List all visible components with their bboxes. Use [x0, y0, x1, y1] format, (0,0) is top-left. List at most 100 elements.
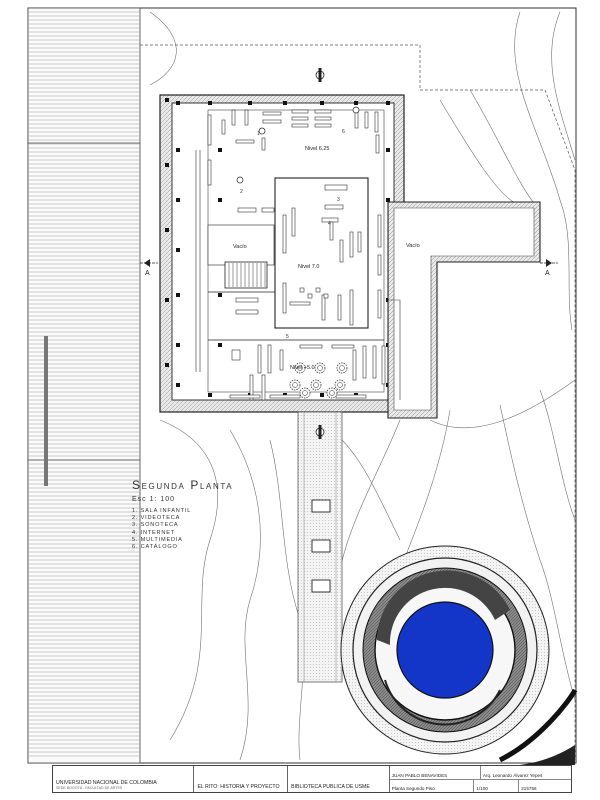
round-table	[258, 127, 266, 135]
column	[218, 198, 222, 202]
shelf	[314, 109, 332, 114]
shelf	[267, 344, 272, 374]
table-top	[297, 365, 303, 371]
section-label-left: A	[145, 270, 150, 277]
seat	[307, 293, 313, 299]
shelf	[257, 344, 262, 374]
shelf	[321, 294, 326, 321]
shelf	[329, 221, 334, 241]
shelf	[261, 207, 275, 213]
title-block: UNIVERSIDAD NACIONAL DE COLOMBIA SEDE BO…	[52, 765, 572, 793]
table-top	[329, 390, 335, 396]
site-boundary	[140, 44, 576, 760]
shelf	[289, 301, 311, 306]
plan-title: Segunda Planta	[132, 478, 234, 492]
column	[176, 343, 180, 347]
legend-item: 6. Catálogo	[132, 544, 178, 551]
shelf	[314, 123, 332, 128]
shelf	[335, 394, 367, 399]
shelf	[349, 231, 354, 258]
project-name: BIBLIOTECA PÚBLICA DE USME	[291, 784, 370, 790]
column	[176, 148, 180, 152]
plan-scale: Esc 1: 100	[132, 496, 176, 503]
shelf	[279, 349, 284, 371]
table-top	[313, 382, 319, 388]
shelf	[229, 394, 261, 399]
column	[208, 393, 212, 397]
shelf	[324, 184, 348, 191]
shelf	[337, 294, 342, 321]
institution-cell: UNIVERSIDAD NACIONAL DE COLOMBIA SEDE BO…	[53, 766, 195, 792]
shelf	[314, 116, 332, 121]
seat	[299, 287, 305, 293]
column	[176, 383, 180, 387]
pool-water	[396, 601, 494, 699]
shelf	[291, 123, 309, 128]
left-stepped-strip	[27, 7, 141, 764]
shelf	[339, 239, 344, 263]
legend-item: 5. Multimedia	[132, 536, 183, 543]
table-top	[337, 382, 343, 388]
shelf	[235, 309, 259, 315]
shelf	[381, 345, 386, 385]
legend-item: 2. Videoteca	[132, 515, 181, 522]
shelf	[354, 111, 359, 129]
table-top	[317, 365, 323, 371]
shelf	[349, 289, 354, 326]
shelf	[221, 119, 226, 135]
round-table	[352, 106, 360, 114]
legend-item: 3. Sonoteca	[132, 522, 179, 529]
main-building	[159, 94, 405, 413]
shelf	[362, 345, 367, 379]
staircase	[224, 261, 268, 289]
shelf	[235, 139, 255, 144]
shelf	[291, 207, 296, 237]
institution-sub: SEDE BOGOTÁ - FACULTAD DE ARTES	[56, 786, 123, 790]
shelf	[231, 349, 241, 361]
shelf	[291, 116, 309, 121]
column	[386, 101, 390, 105]
shelf	[377, 289, 382, 319]
shelf	[291, 109, 309, 114]
column	[386, 198, 390, 202]
legend-list: 1. Sala Infantil 2. Videoteca 3. Sonotec…	[132, 508, 302, 551]
void-label-left: Vacío	[233, 244, 247, 250]
shelf	[207, 159, 212, 186]
shelf	[299, 344, 323, 349]
room-number: 3	[337, 197, 340, 203]
shelf	[324, 204, 344, 210]
walkway	[297, 411, 343, 683]
shelf	[261, 137, 266, 151]
shelf	[364, 111, 369, 129]
shelf	[261, 374, 266, 401]
shelf	[372, 345, 377, 379]
shelf	[244, 109, 249, 126]
column	[165, 298, 169, 302]
shelf	[231, 109, 236, 126]
course-name: EL RITO: HISTORIA Y PROYECTO	[197, 784, 280, 790]
shelf	[249, 374, 254, 401]
column	[176, 248, 180, 252]
column	[176, 198, 180, 202]
column	[208, 101, 212, 105]
institution-name: UNIVERSIDAD NACIONAL DE COLOMBIA	[56, 780, 157, 786]
column	[320, 101, 324, 105]
shelf	[237, 207, 257, 213]
legend-item: 1. Sala Infantil	[132, 508, 192, 514]
shelf	[262, 111, 282, 116]
sheet-info-cell: JUAN PABLO BENAVIDES Arq. Leonardo Álvar…	[389, 766, 571, 792]
sheet-code: 215756	[521, 786, 537, 791]
column	[218, 293, 222, 297]
sheet-name: Planta Segundo Piso	[390, 779, 475, 792]
section-label-right: A	[545, 270, 550, 277]
column	[165, 363, 169, 367]
column	[320, 393, 324, 397]
void-label-right: Vacío	[406, 243, 420, 249]
round-table	[236, 176, 244, 184]
column	[218, 148, 222, 152]
shelf	[377, 254, 382, 276]
course-cell: EL RITO: HISTORIA Y PROYECTO	[194, 766, 289, 792]
shelf	[331, 344, 355, 349]
shelf	[207, 114, 212, 146]
